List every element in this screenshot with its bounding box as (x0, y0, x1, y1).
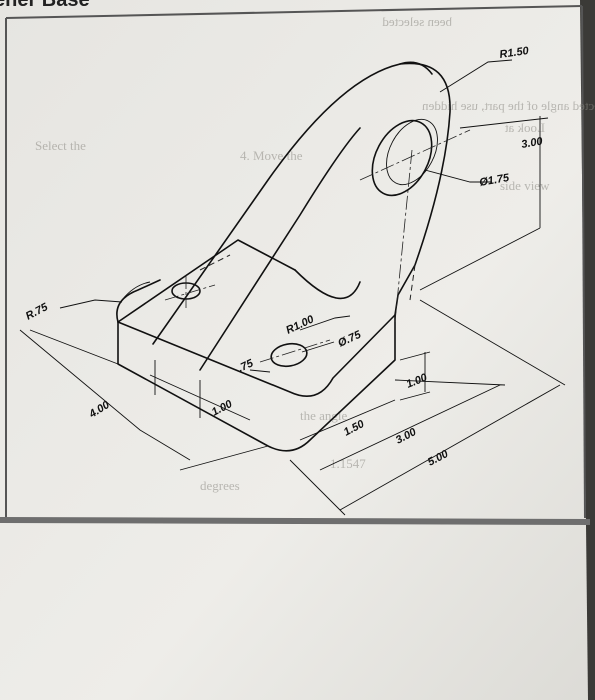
centerline-large-hole-v (394, 149, 413, 323)
bleed-line-3: Look at (505, 120, 545, 135)
dimline-500 (289, 299, 566, 516)
dimline-150 (299, 399, 396, 441)
hidden-line-2 (199, 254, 231, 271)
hidden-line-1 (409, 264, 416, 301)
leader-r100 (299, 315, 351, 331)
leader-r75 (59, 299, 123, 309)
dimline-300-bottom (319, 379, 506, 471)
base-top-face (117, 239, 396, 397)
centerline-large-hole-h (359, 129, 471, 181)
centerline-back-hole (164, 275, 216, 308)
bleed-line-9: degrees (200, 478, 240, 493)
leader-dia175 (424, 169, 492, 183)
upright-tab-side (199, 127, 361, 371)
base-rounded-corner (116, 279, 161, 323)
dim-dia175: Ø1.75 (478, 172, 510, 189)
bleed-line-5: side view (500, 178, 550, 193)
bleed-line-2: ected angle of the part, use hidden (422, 98, 595, 113)
bleed-line-1: been selected (382, 14, 452, 29)
base-front-face (117, 314, 396, 452)
large-hole-back (386, 118, 438, 186)
dimline-100-base (149, 360, 251, 421)
dim-300-right: 3.00 (520, 135, 544, 151)
figure-frame (0, 5, 591, 525)
header-title-fragment: ener Base (0, 0, 90, 11)
bleed-line-8: 1.1547 (330, 456, 366, 471)
dim-r150: R1.50 (499, 45, 531, 61)
dimline-100-height (399, 351, 431, 401)
dimline-75 (249, 369, 271, 373)
dimline-400 (19, 329, 269, 471)
bleed-line-4: 4. Move the (240, 148, 303, 163)
leader-dia75 (301, 341, 335, 353)
dimline-300-right (419, 116, 549, 291)
upright-tab-thickness (399, 61, 433, 75)
leader-r150 (439, 59, 513, 93)
upright-tab (152, 62, 451, 345)
bleed-line-7: the angle (300, 408, 348, 423)
tab-fillet-curve (294, 269, 361, 300)
bleed-line-6: Select the (35, 138, 86, 153)
bleed-through-text: been selected ected angle of the part, u… (35, 14, 595, 493)
centerline-small-hole (259, 339, 331, 363)
base-corner-arc (121, 281, 151, 301)
